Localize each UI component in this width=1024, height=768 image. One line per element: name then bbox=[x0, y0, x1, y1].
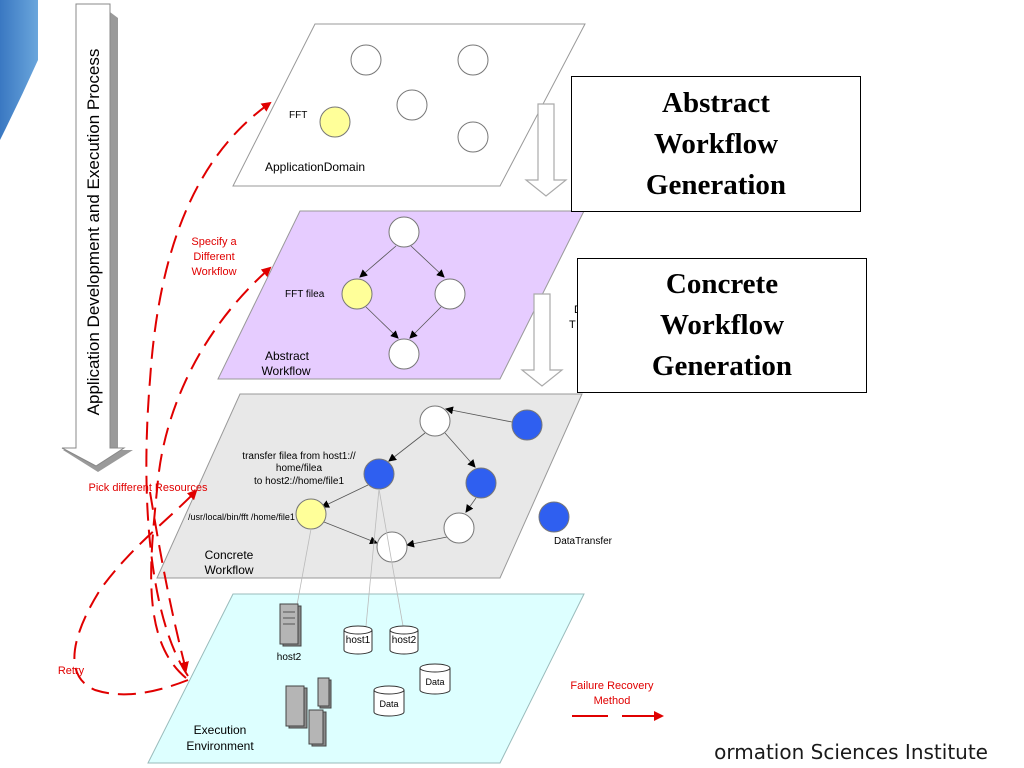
data-cylinder-icon bbox=[373, 685, 405, 717]
specify-workflow-curve bbox=[145, 101, 272, 677]
fft-node bbox=[319, 106, 351, 138]
failure-recovery-label-2: Method bbox=[594, 695, 631, 707]
host1-cylinder-icon bbox=[343, 625, 373, 655]
abstract-workflow-title-2: Workflow bbox=[261, 364, 310, 378]
application-domain-title: ApplicationDomain bbox=[265, 160, 365, 174]
fft-exec-node bbox=[295, 498, 327, 530]
layer-execution-environment: host2 host1 host2 Data Data bbox=[147, 488, 585, 764]
abstract-workflow-title-1: Abstract bbox=[265, 349, 310, 363]
data-label-1: Data bbox=[425, 677, 444, 687]
concrete-workflow-generation-box: Concrete Workflow Generation bbox=[577, 258, 867, 393]
concrete-node bbox=[376, 531, 408, 563]
exec-label: /usr/local/bin/fft /home/file1 bbox=[188, 512, 295, 522]
specify-label-1: Specify a bbox=[191, 236, 237, 248]
transfer-label-1: transfer filea from host1:// bbox=[242, 451, 356, 462]
fft-node-label: FFT bbox=[289, 110, 307, 121]
plane-execution-environment bbox=[147, 593, 585, 764]
process-arrow-label: Application Development and Execution Pr… bbox=[84, 49, 103, 416]
domain-node bbox=[457, 121, 489, 153]
execution-environment-title-1: Execution bbox=[194, 723, 247, 737]
legend-datatransfer-node bbox=[538, 501, 570, 533]
data-cylinder-icon bbox=[419, 663, 451, 695]
server-host2-label: host2 bbox=[277, 652, 302, 663]
hollow-down-arrow bbox=[520, 293, 564, 387]
abstract-node bbox=[388, 216, 420, 248]
legend-datatransfer-label: DataTransfer bbox=[554, 536, 613, 547]
domain-node bbox=[350, 44, 382, 76]
corner-decoration bbox=[0, 0, 38, 140]
specify-label-3: Workflow bbox=[191, 266, 236, 278]
pick-resources-lower-curve bbox=[149, 491, 189, 672]
concrete-workflow-title-2: Workflow bbox=[204, 563, 253, 577]
layer-concrete-workflow: transfer filea from host1:// home/filea … bbox=[156, 393, 583, 579]
concrete-workflow-title-1: Concrete bbox=[205, 548, 254, 562]
concrete-node bbox=[419, 405, 451, 437]
host1-label: host1 bbox=[346, 635, 371, 646]
abstract-node bbox=[434, 278, 466, 310]
abstract-node bbox=[388, 338, 420, 370]
retry-label: Retry bbox=[58, 665, 85, 677]
abstract-workflow-generation-box: Abstract Workflow Generation bbox=[571, 76, 861, 212]
transfer-node bbox=[363, 458, 395, 490]
pick-resources-curve bbox=[150, 266, 272, 679]
plane-abstract-workflow bbox=[217, 210, 585, 380]
transfer-label-3: to host2://home/file1 bbox=[254, 476, 344, 487]
layer-abstract-workflow: FFT filea Abstract Workflow bbox=[217, 210, 585, 380]
data-label-2: Data bbox=[379, 699, 398, 709]
transfer-label-2: home/filea bbox=[276, 463, 323, 474]
fft-filea-label: FFT filea bbox=[285, 289, 325, 300]
domain-node bbox=[396, 89, 428, 121]
concrete-workflow-generation-text: Concrete Workflow Generation bbox=[651, 268, 793, 382]
hollow-down-arrow bbox=[524, 103, 568, 197]
process-arrow: Application Development and Execution Pr… bbox=[61, 3, 133, 472]
hidden-partial-text-2: T bbox=[569, 319, 576, 331]
recovery-curves bbox=[73, 101, 272, 696]
abstract-workflow-generation-text: Abstract Workflow Generation bbox=[645, 86, 787, 201]
footer-text: ormation Sciences Institute bbox=[714, 740, 988, 764]
specify-label-2: Different bbox=[193, 251, 234, 263]
domain-node bbox=[457, 44, 489, 76]
pick-resources-label: Pick different Resources bbox=[88, 482, 208, 494]
concrete-node bbox=[443, 512, 475, 544]
failure-recovery-label-1: Failure Recovery bbox=[570, 680, 654, 692]
transfer-node bbox=[465, 467, 497, 499]
execution-environment-title-2: Environment bbox=[186, 739, 254, 753]
server-icon bbox=[279, 603, 302, 647]
footer-institute: ormation Sciences Institute bbox=[704, 739, 1024, 767]
retry-curve bbox=[73, 489, 198, 696]
server-cluster-icon bbox=[285, 677, 332, 747]
layer-application-domain: FFT ApplicationDomain bbox=[232, 23, 586, 187]
transfer-node bbox=[511, 409, 543, 441]
host2-cylinder-icon bbox=[389, 625, 419, 655]
host2-label: host2 bbox=[392, 635, 417, 646]
fft-filea-node bbox=[341, 278, 373, 310]
